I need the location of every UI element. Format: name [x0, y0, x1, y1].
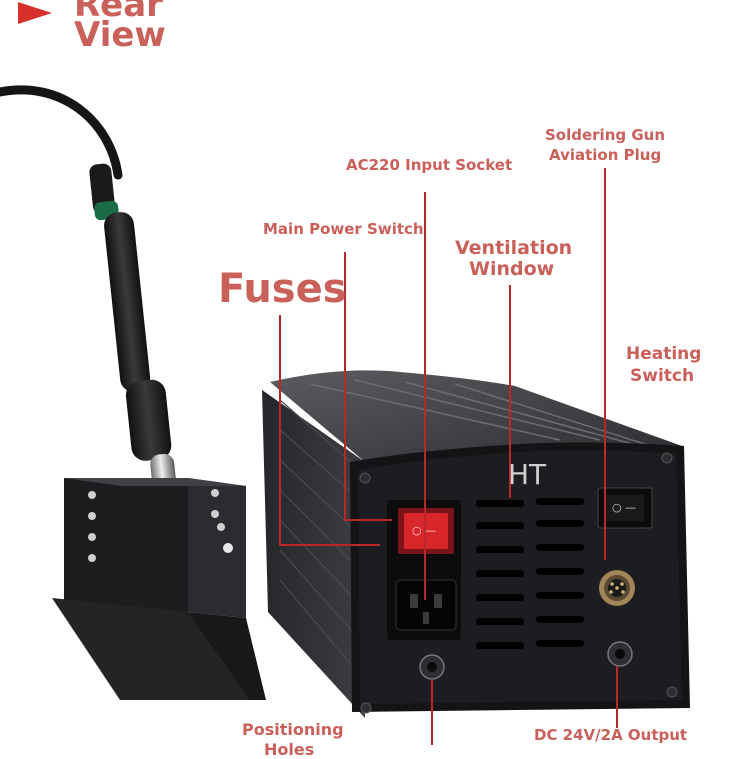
callout-ac220-socket: AC220 Input Socket — [346, 156, 513, 174]
callout-leaders — [279, 168, 618, 745]
soldering-cable — [0, 85, 123, 180]
rocker-mark: ○ — — [612, 501, 637, 514]
callout-ventilation-line-1: Ventilation — [455, 237, 573, 259]
callout-fuses: Fuses — [218, 266, 347, 312]
callout-main-power-switch: Main Power Switch — [263, 220, 424, 238]
brand-mark: HT — [508, 458, 547, 491]
heading-line-1: Rear — [74, 0, 163, 25]
callout-soldering-gun-line-2: Aviation Plug — [549, 146, 662, 164]
ventilation-slots — [476, 498, 584, 649]
callout-dc-output: DC 24V/2A Output — [534, 726, 688, 744]
callout-heating-line-1: Heating — [626, 344, 702, 364]
callout-soldering-gun-line-1: Soldering Gun — [545, 126, 666, 144]
power-rocker-mark: ○ — — [412, 524, 437, 537]
iron-stand — [52, 478, 266, 700]
callout-positioning-line-1: Positioning — [242, 720, 344, 739]
callout-ventilation-line-2: Window — [469, 258, 555, 280]
callout-heating-line-2: Switch — [630, 366, 695, 386]
rear-view-arrow-icon — [18, 2, 52, 24]
station-body — [262, 370, 690, 718]
heading-line-2: View — [74, 15, 166, 55]
